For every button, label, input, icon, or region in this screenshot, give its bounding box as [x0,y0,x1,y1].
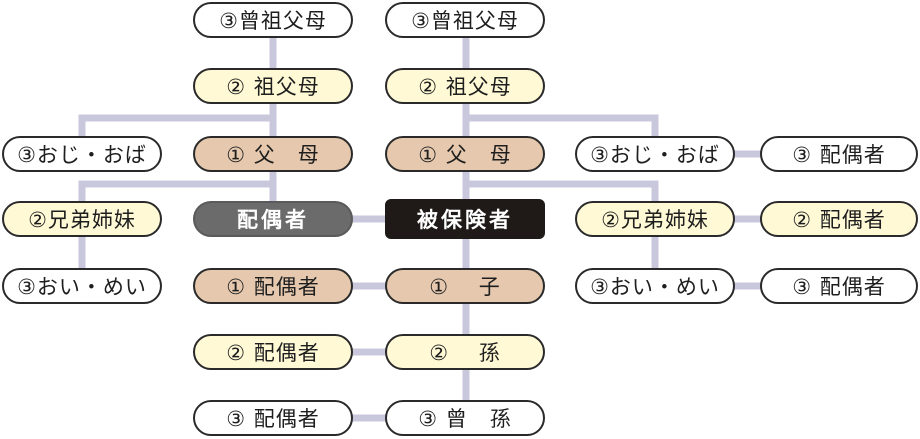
node-grandparents-left: ② 祖父母 [193,68,353,104]
node-child-spouse: ① 配偶者 [193,268,353,304]
node-great-grandparents-left: ③曾祖父母 [193,2,353,38]
node-grandchild-spouse: ② 配偶者 [193,334,353,370]
node-grandchild: ② 孫 [385,334,545,370]
node-parents-right: ① 父 母 [385,136,545,172]
node-insured: 被保険者 [385,199,545,239]
node-grandparents-right: ② 祖父母 [385,68,545,104]
node-nephew-niece-left: ③おい・めい [2,268,162,304]
node-parents-left: ① 父 母 [193,136,353,172]
node-great-grandchild-spouse: ③ 配偶者 [193,400,353,436]
node-nephew-niece-right-spouse: ③ 配偶者 [760,268,918,304]
node-child: ① 子 [385,268,545,304]
node-uncle-aunt-right-spouse: ③ 配偶者 [760,136,918,172]
node-great-grandchild: ③ 曾 孫 [385,400,545,436]
node-siblings-left: ②兄弟姉妹 [2,201,162,237]
node-great-grandparents-right: ③曾祖父母 [385,2,545,38]
node-spouse: 配偶者 [193,201,353,237]
node-siblings-right: ②兄弟姉妹 [575,201,735,237]
node-nephew-niece-right: ③おい・めい [575,268,735,304]
node-uncle-aunt-left: ③おじ・おば [2,136,162,172]
node-uncle-aunt-right: ③おじ・おば [575,136,735,172]
node-siblings-right-spouse: ② 配偶者 [760,201,918,237]
